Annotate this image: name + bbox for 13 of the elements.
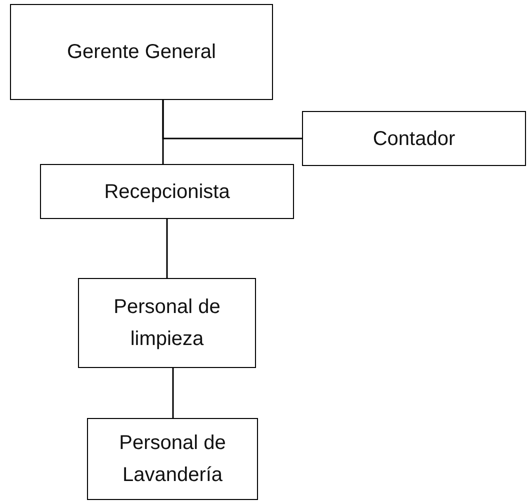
position-title: Recepcionista bbox=[104, 180, 230, 204]
org-chart-box bbox=[78, 278, 256, 368]
org-chart-box bbox=[87, 418, 258, 500]
org-chart-box bbox=[40, 164, 294, 219]
org-chart-box bbox=[302, 111, 526, 166]
connector-line bbox=[166, 219, 168, 278]
position-title: Gerente General bbox=[67, 40, 216, 65]
org-chart-box bbox=[10, 4, 273, 100]
position-title: Personal de Lavandería bbox=[118, 431, 227, 488]
position-title: Contador bbox=[372, 126, 456, 152]
connector-line bbox=[162, 100, 302, 140]
connector-line bbox=[172, 368, 174, 418]
position-title: Personal de limpieza bbox=[112, 295, 222, 352]
